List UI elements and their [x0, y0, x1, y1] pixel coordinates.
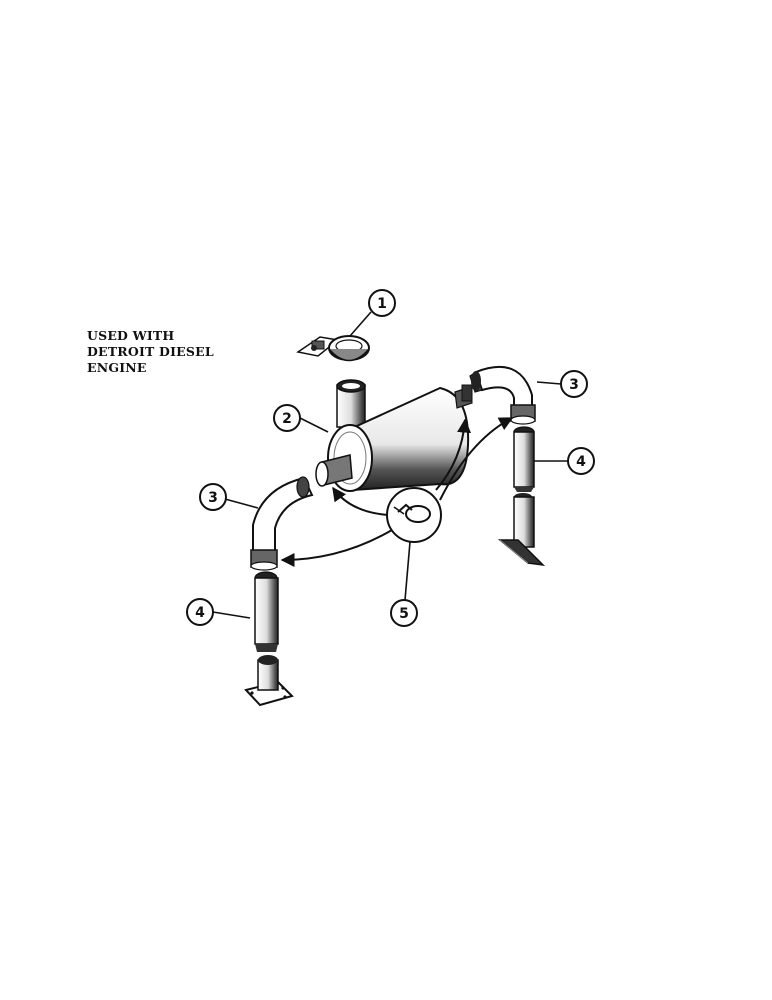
callout-5: 5 — [390, 599, 418, 627]
callout-3-right: 3 — [560, 370, 588, 398]
usage-note-line-1: USED WITH — [87, 328, 175, 343]
callout-4-left: 4 — [186, 598, 214, 626]
rain-cap-icon — [296, 335, 370, 362]
straight-pipe-icon — [254, 571, 279, 652]
usage-note: USED WITH DETROIT DIESEL ENGINE — [87, 328, 214, 376]
callout-4-left-label: 4 — [195, 605, 205, 621]
callout-4-right: 4 — [567, 447, 595, 475]
callout-1: 1 — [368, 289, 396, 317]
clamp-icon — [386, 487, 442, 543]
usage-note-line-3: ENGINE — [87, 360, 147, 375]
flange-icon — [244, 655, 294, 707]
callout-3-left-label: 3 — [208, 490, 218, 506]
callout-4-right-label: 4 — [576, 454, 586, 470]
callout-5-label: 5 — [399, 606, 409, 622]
elbow-pipe-icon — [250, 476, 314, 571]
straight-pipe-icon — [513, 426, 535, 548]
callout-1-label: 1 — [377, 296, 387, 312]
flange-icon — [497, 539, 546, 567]
muffler-icon — [315, 379, 473, 492]
usage-note-line-2: DETROIT DIESEL — [87, 344, 214, 359]
clamp-arrows — [280, 417, 514, 567]
callout-2-label: 2 — [282, 411, 292, 427]
callout-3-left: 3 — [199, 483, 227, 511]
callout-2: 2 — [273, 404, 301, 432]
elbow-pipe-icon — [469, 366, 536, 425]
callout-3-right-label: 3 — [569, 377, 579, 393]
leader-lines — [212, 311, 568, 619]
